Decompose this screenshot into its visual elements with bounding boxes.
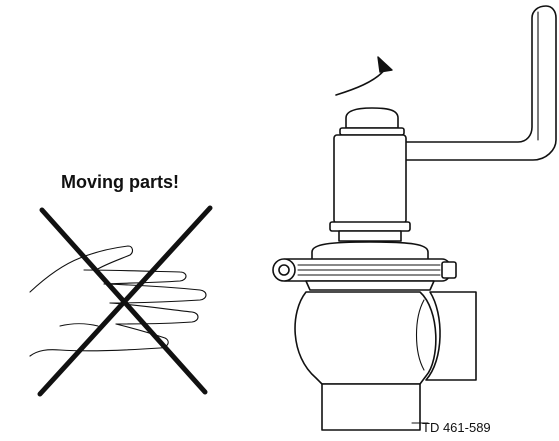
valve-drawing bbox=[272, 5, 557, 431]
drawing-code: TD 461-589 bbox=[422, 420, 491, 435]
moving-parts-warning: Moving parts! bbox=[60, 172, 179, 192]
cross-out-icon bbox=[37, 205, 213, 397]
hand-icon bbox=[29, 245, 207, 357]
rotation-arrow-icon bbox=[335, 56, 393, 96]
